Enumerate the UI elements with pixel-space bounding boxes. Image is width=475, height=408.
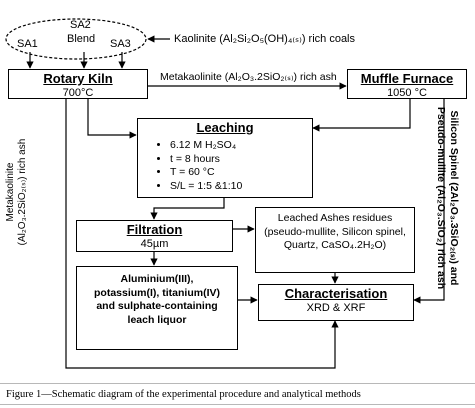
leaching-condition-temp: T = 60 °C — [170, 166, 312, 180]
muffle-furnace-temp: 1050 °C — [387, 86, 427, 99]
rotary-kiln-title: Rotary Kiln — [43, 71, 113, 86]
liquor-text: Aluminium(III), potassium(I), titanium(I… — [94, 273, 220, 326]
characterisation-methods: XRD & XRF — [306, 301, 366, 314]
coal-sa3: SA3 — [110, 38, 131, 50]
residues-text: Leached Ashes residues (pseudo-mullite, … — [264, 212, 406, 252]
characterisation-box: Characterisation XRD & XRF — [258, 284, 414, 321]
coal-blend: Blend — [67, 33, 96, 45]
leaching-box: Leaching 6.12 M H₂SO₄ t = 8 hours T = 60… — [137, 118, 313, 198]
liquor-box: Aluminium(III), potassium(I), titanium(I… — [76, 266, 238, 350]
leaching-conditions: 6.12 M H₂SO₄ t = 8 hours T = 60 °C S/L =… — [156, 139, 312, 194]
right-vertical-label: Silicon Spinel (2Al₂O₃.3SiO₂₍ₛ₎) and Pse… — [432, 83, 460, 313]
left-vertical-line1: Metakaolinite — [5, 162, 16, 222]
arrow-leaching-filtration — [150, 198, 225, 220]
caption-rule-top — [0, 383, 475, 384]
leaching-condition-sl: S/L = 1:5 &1:10 — [170, 180, 312, 194]
residues-box: Leached Ashes residues (pseudo-mullite, … — [255, 207, 415, 273]
leaching-title: Leaching — [196, 120, 254, 135]
filtration-title: Filtration — [126, 222, 183, 237]
arrow-kiln-leaching — [87, 98, 137, 139]
metakaolinite-arrow-label: Metakaolinite (Al₂O₃.2SiO₂₍ₛ₎) rich ash — [160, 71, 337, 83]
characterisation-title: Characterisation — [284, 286, 388, 301]
arrow-kiln-loop-char — [65, 98, 339, 369]
coal-sa2: SA2 — [70, 19, 91, 31]
coal-ellipse — [5, 18, 147, 60]
filtration-box: Filtration 45µm — [76, 220, 233, 252]
arrow-muffle-leaching — [312, 98, 411, 132]
rotary-kiln-box: Rotary Kiln 700°C — [8, 69, 148, 99]
coal-sa1: SA1 — [17, 38, 38, 50]
arrow-muffle-char — [413, 98, 445, 304]
figure-caption: Figure 1—Schematic diagram of the experi… — [6, 389, 361, 400]
filtration-size: 45µm — [140, 237, 169, 250]
rotary-kiln-temp: 700°C — [62, 86, 94, 99]
left-vertical-line2: (Al₂O₃.2SiO₂₍ₛ₎) rich ash — [17, 138, 28, 246]
caption-rule-bottom — [0, 404, 475, 405]
kaolinite-label: Kaolinite (Al₂Si₂O₅(OH)₄₍ₛ₎) rich coals — [174, 33, 356, 45]
leaching-condition-time: t = 8 hours — [170, 153, 312, 167]
muffle-furnace-box: Muffle Furnace 1050 °C — [347, 69, 467, 99]
right-vertical-line2: Pseudo-mullite (Al₂O₃.SiO₂) rich ash — [435, 106, 448, 290]
right-vertical-line1: Silicon Spinel (2Al₂O₃.3SiO₂₍ₛ₎) and — [448, 110, 460, 286]
leaching-condition-acid: 6.12 M H₂SO₄ — [170, 139, 312, 153]
muffle-furnace-title: Muffle Furnace — [360, 71, 454, 86]
left-vertical-label: Metakaolinite (Al₂O₃.2SiO₂₍ₛ₎) rich ash — [5, 117, 33, 267]
